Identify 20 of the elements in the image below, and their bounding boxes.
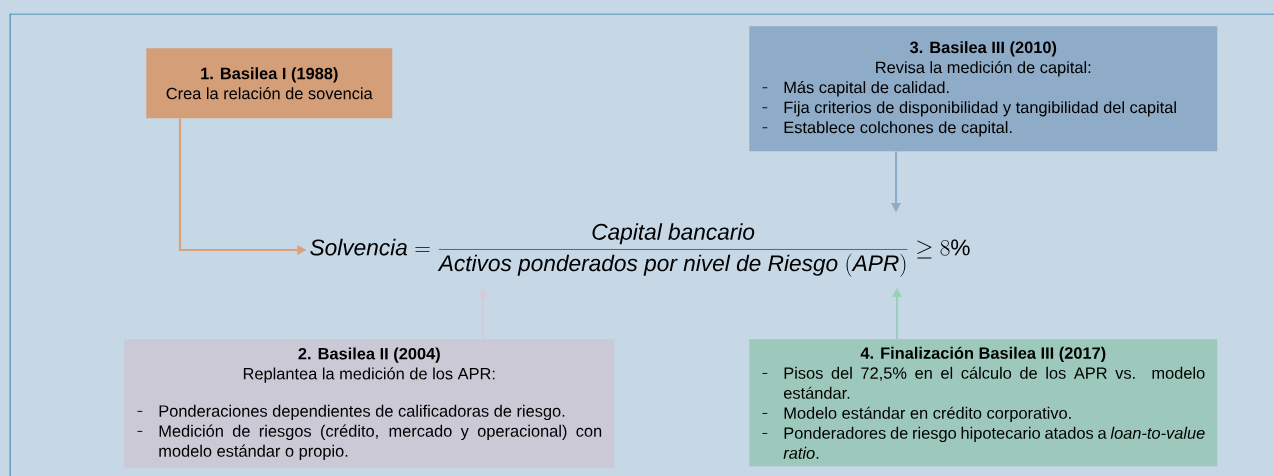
heading: 2. Basilea II (2004) (298, 347, 440, 363)
subtitle: Replantea la medición de los APR: (243, 367, 495, 383)
heading: 4. Finalización Basilea III (2017) (860, 346, 1106, 363)
text-box (146, 48, 393, 119)
bullet-text: Ponderadores de riesgo hipotecario atados a loan-to-value ratio. (783, 426, 1205, 459)
formula: $\mathit{Solvencia} = \frac{\mathit{Capital\ bancario}}{\mathit{Activos\ ponderados\ por\ nivel\ de\ Riesgo}\ (\mathit{APR})} \geq 8\%$ (310, 223, 970, 277)
subtitle: Crea la relación de sovencia (166, 87, 373, 100)
bullet-text: Más capital de calidad. (784, 80, 949, 97)
heading: 3. Basilea III (2010) (909, 41, 1057, 57)
bullet-text: Establece colchones de capital. (784, 121, 1012, 137)
bullet-text: Modelo estándar en crédito corporativo. (784, 406, 1071, 423)
bullet-text: Ponderaciones dependientes de calificadoras de riesgo. (159, 404, 565, 421)
text-box (124, 339, 615, 469)
subtitle: Revisa la medición de capital: (876, 60, 1091, 77)
text-box (749, 26, 1218, 152)
text-box (749, 339, 1218, 467)
heading: 1. Basilea I (1988) (201, 67, 338, 83)
bullet-text: Medición de riesgos (crédito, mercado y operacional) con modelo estándar o propio. (159, 424, 602, 461)
bullet-text: Fija criterios de disponibilidad y tangibilidad del capital (784, 101, 1176, 117)
bullet-text: Pisos del 72,5% en el cálculo de los APR vs. modelo estándar. (783, 366, 1205, 399)
